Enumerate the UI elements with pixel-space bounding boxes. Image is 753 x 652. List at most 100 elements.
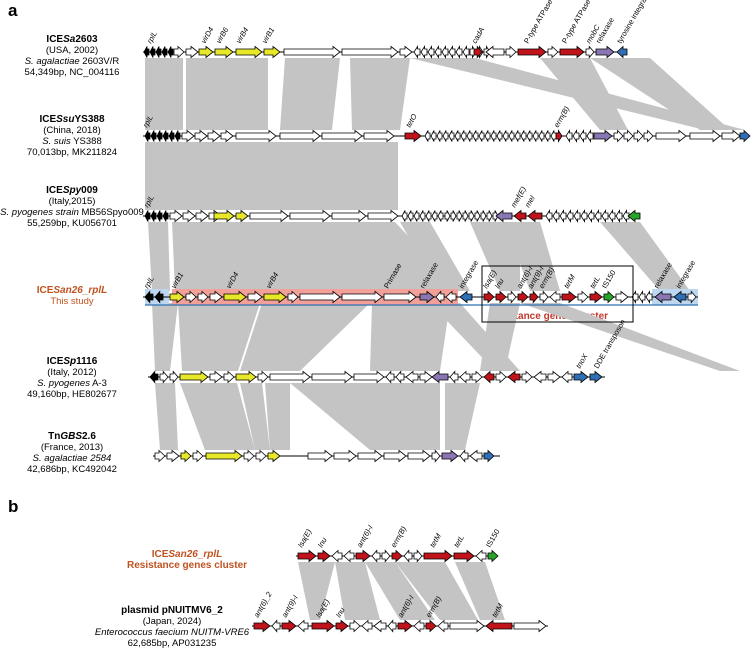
icesan26-gene-arrow	[577, 290, 589, 304]
homology-band	[240, 383, 270, 450]
icesa2603-gene-arrow	[214, 45, 234, 59]
icespy009-gene-arrow	[552, 209, 560, 223]
homology-band	[145, 142, 398, 210]
icespy009-gene-arrow	[486, 210, 493, 222]
icesa2603-gene-arrow	[455, 45, 463, 59]
homology-band	[395, 562, 465, 620]
icessuys388-gene-arrow	[739, 129, 751, 143]
icesp1116-gene-arrow	[179, 370, 209, 384]
b-cluster-gene-arrow	[331, 549, 343, 563]
gene-label: cadA	[470, 26, 486, 45]
icessuys388-gene-arrow	[436, 130, 443, 142]
icesa2603-gene-arrow	[161, 46, 168, 58]
gene-label: IS150	[484, 528, 502, 549]
gene-label: tetM	[562, 272, 577, 290]
b-cluster-gene-arrow	[453, 549, 475, 563]
tngbs26-gene-arrow	[192, 449, 204, 463]
tngbs26-gene-arrow	[166, 449, 180, 463]
tngbs26-gene-arrow	[267, 449, 281, 463]
homology-band	[172, 222, 460, 291]
tngbs26-gene-arrow	[180, 449, 192, 463]
b-cluster-gene-arrow	[423, 549, 453, 563]
homology-band	[480, 303, 520, 371]
icespy009-gene-arrow	[150, 210, 157, 222]
icespy009-gene-arrow	[331, 209, 367, 223]
panel-label-a: a	[8, 1, 18, 20]
icesan26-gene-arrow	[615, 290, 629, 304]
icessuys388-gene-arrow	[520, 130, 527, 142]
icesp1116-gene-arrow	[257, 370, 269, 384]
gene-label: tetL	[452, 534, 466, 549]
icesa2603-gene-arrow	[505, 45, 517, 59]
icesp1116-gene-arrow	[573, 370, 589, 384]
gene-label: P-type ATPase	[522, 0, 555, 45]
homology-band	[335, 562, 380, 620]
homology-band	[155, 383, 178, 450]
tngbs26-gene-arrow	[357, 449, 383, 463]
icessuys388-gene-arrow	[424, 130, 431, 142]
b-plasmid-gene-arrow	[361, 619, 373, 633]
icespy009-gene-arrow	[425, 210, 432, 222]
b-plasmid-gene-arrow	[397, 619, 413, 633]
icesp1116-gene-arrow	[159, 370, 169, 384]
icesp1116-gene-arrow	[495, 370, 507, 384]
icesan26-gene-arrow	[631, 290, 639, 304]
icesa2603-gene-arrow	[341, 45, 399, 59]
icesp1116-gene-arrow	[431, 370, 449, 384]
icespy009-gene-arrow	[289, 209, 331, 223]
icespy009-gene-arrow	[468, 210, 475, 222]
b-plasmid-gene-arrow	[335, 619, 349, 633]
icessuys388-gene-arrow	[162, 130, 169, 142]
icespy009-gene-arrow	[527, 209, 543, 223]
icesan26-gene-arrow	[144, 290, 154, 304]
icessuys388-gene-arrow	[496, 130, 503, 142]
icesp1116-gene-arrow	[353, 370, 385, 384]
b-plasmid-gene-arrow	[449, 619, 485, 633]
icessuys388-gene-arrow	[181, 129, 195, 143]
icesan26-gene-arrow	[287, 290, 299, 304]
icespy009-gene-arrow	[419, 210, 426, 222]
homology-band	[180, 383, 255, 450]
homology-band	[420, 562, 478, 620]
gene-label: tyrosine integrase	[615, 0, 652, 45]
icesa2603-gene-arrow	[485, 45, 505, 59]
icespy009-gene-arrow	[456, 210, 463, 222]
homology-band	[370, 303, 450, 371]
icespy009-gene-arrow	[573, 209, 581, 223]
homology-band	[400, 222, 470, 291]
b-plasmid-gene-arrow	[349, 619, 361, 633]
icessuys388-gene-arrow	[484, 130, 491, 142]
icespy009-gene-arrow	[622, 209, 630, 223]
icesan26-gene-arrow	[549, 290, 561, 304]
icesan26-gene-arrow	[435, 290, 445, 304]
icesa2603-gene-arrow	[173, 45, 185, 59]
homology-band	[455, 562, 505, 620]
b-plasmid-gene-arrow	[437, 619, 449, 633]
icesp1116-gene-arrow	[385, 370, 395, 384]
icesp1116-gene-arrow	[149, 370, 159, 384]
gene-label: tnoX	[574, 351, 590, 370]
b-plasmid-gene-arrow	[311, 619, 335, 633]
icesan26-gene-arrow	[383, 290, 417, 304]
icespy009-gene-arrow	[431, 210, 438, 222]
icesan26-gene-arrow	[638, 290, 646, 304]
gene-label: virB6	[214, 25, 231, 45]
homology-band	[470, 222, 520, 291]
homology-band	[540, 58, 628, 130]
b-cluster-gene-arrow	[391, 549, 403, 563]
icesan26-gene-arrow	[185, 290, 197, 304]
icespy009-gene-arrow	[169, 209, 183, 223]
icespy009-gene-arrow	[587, 209, 595, 223]
icespy009-gene-arrow	[450, 210, 457, 222]
track-label-tngbs26: TnGBS2.6 (France, 2013) S. agalactiae 25…	[27, 431, 117, 475]
icesa2603-gene-arrow	[595, 45, 615, 59]
icessuys388-gene-arrow	[579, 129, 587, 143]
icespy009-gene-arrow	[594, 209, 602, 223]
icesa2603-gene-arrow	[448, 45, 456, 59]
icesa2603-gene-arrow	[263, 45, 281, 59]
icesa2603-gene-arrow	[585, 45, 595, 59]
tngbs26-gene-arrow	[469, 449, 483, 463]
gene-label: IS150	[600, 269, 618, 290]
icessuys388-gene-arrow	[508, 130, 515, 142]
